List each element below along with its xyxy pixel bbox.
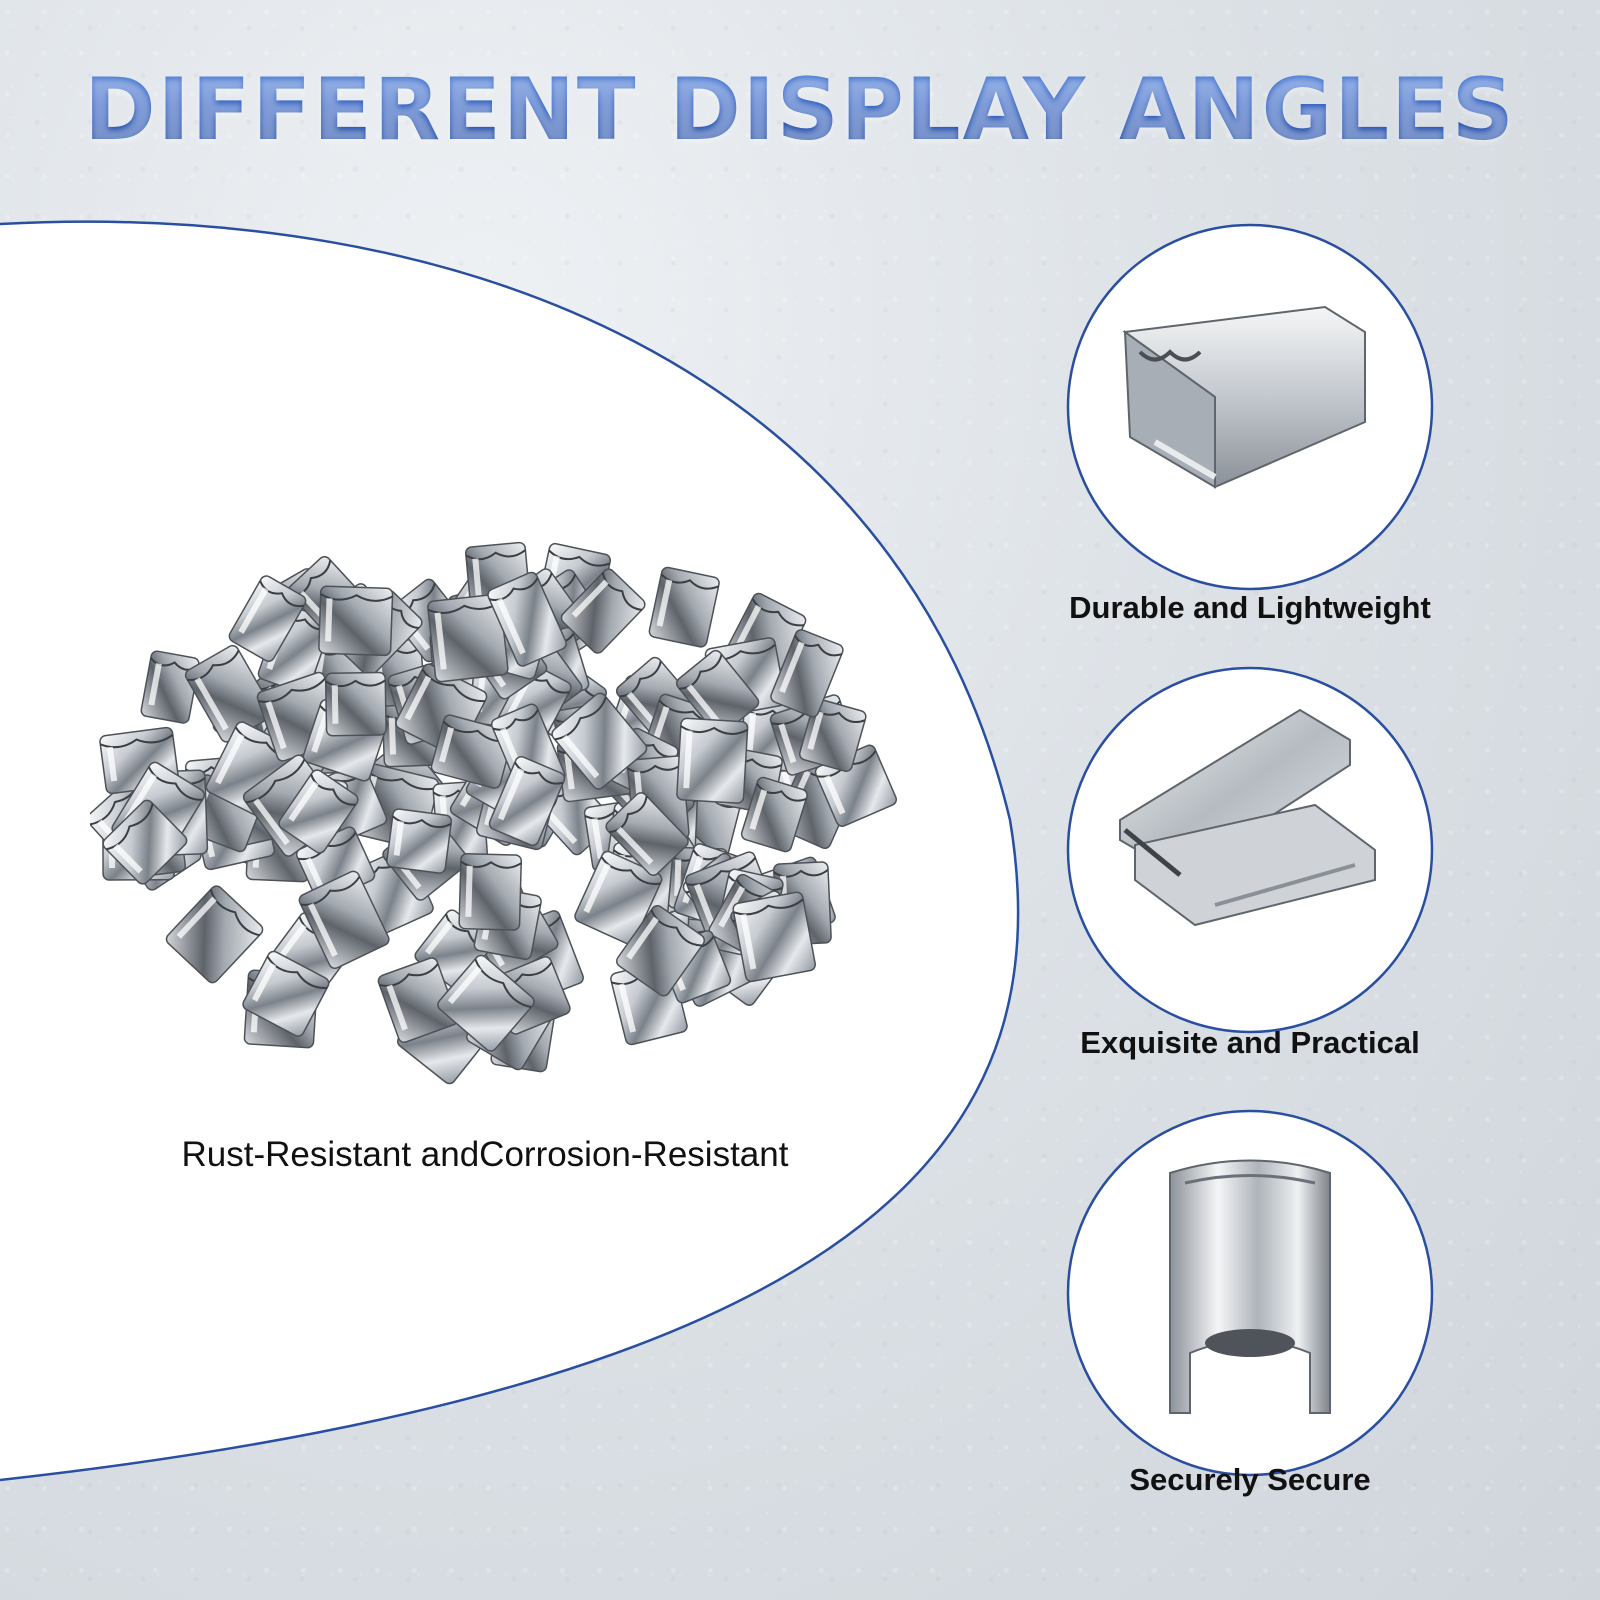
clip-side-view-image bbox=[1066, 223, 1434, 591]
clip-piece bbox=[324, 671, 387, 737]
clip-piece bbox=[574, 850, 663, 945]
clip-piece bbox=[318, 585, 394, 657]
clip-piece bbox=[165, 885, 264, 984]
clip-piece bbox=[242, 950, 330, 1037]
clip-piece bbox=[605, 792, 689, 876]
clip-angled-view-image bbox=[1066, 666, 1434, 1034]
clip-piece bbox=[298, 870, 390, 970]
clip-piece bbox=[740, 776, 808, 853]
view-label-3: Securely Secure bbox=[1129, 1462, 1371, 1497]
clip-piece bbox=[560, 568, 646, 654]
clip-piece bbox=[676, 717, 749, 804]
view-circle-3 bbox=[1065, 1108, 1435, 1483]
view-label-2: Exquisite and Practical bbox=[1080, 1025, 1420, 1060]
view-label-1: Durable and Lightweight bbox=[1069, 590, 1431, 625]
clip-front-view-image bbox=[1066, 1109, 1434, 1477]
clip-piece bbox=[102, 799, 188, 885]
clip-piece bbox=[458, 852, 523, 931]
clip-piece bbox=[487, 571, 567, 667]
clip-piece bbox=[437, 954, 535, 1052]
clip-piece bbox=[616, 904, 706, 997]
clip-piece bbox=[732, 891, 817, 983]
clip-pile-image bbox=[90, 541, 897, 1085]
page-title: DIFFERENT DISPLAY ANGLES bbox=[0, 60, 1600, 160]
clip-piece bbox=[770, 629, 844, 718]
clip-piece bbox=[377, 957, 459, 1043]
clip-piece bbox=[798, 698, 867, 773]
clip-piece bbox=[278, 769, 359, 854]
clip-piece bbox=[430, 714, 514, 789]
clip-piece bbox=[228, 575, 307, 662]
clip-piece bbox=[648, 566, 720, 648]
view-circle-2 bbox=[1065, 665, 1435, 1040]
clip-piece bbox=[488, 755, 566, 847]
clip-piece bbox=[427, 593, 509, 683]
pile-label: Rust-Resistant andCorrosion-Resistant bbox=[181, 1135, 789, 1174]
view-circle-1 bbox=[1065, 222, 1435, 597]
clip-piece bbox=[675, 649, 760, 736]
clip-piece bbox=[386, 808, 453, 874]
clip-piece bbox=[551, 692, 648, 790]
